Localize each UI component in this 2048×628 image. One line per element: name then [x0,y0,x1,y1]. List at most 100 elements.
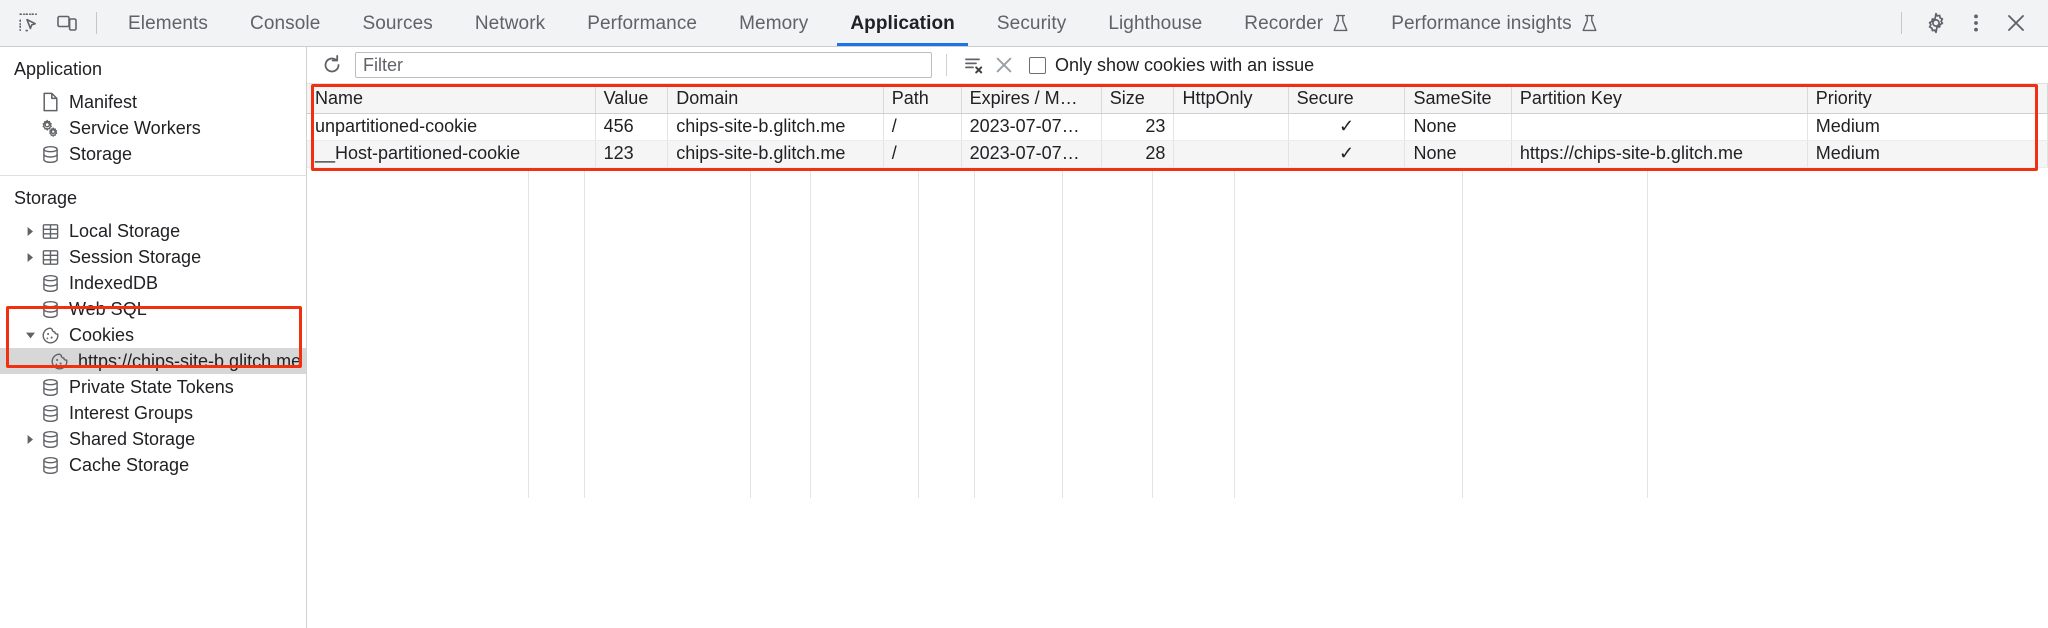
tab-application[interactable]: Application [829,0,976,46]
only-issues-checkbox-row[interactable]: Only show cookies with an issue [1029,55,1314,76]
cell-priority: Medium [1807,140,2048,168]
cell-httponly [1173,140,1289,168]
cell-domain: chips-site-b.glitch.me [667,140,884,168]
sidebar-item-local-storage[interactable]: Local Storage [0,218,306,244]
column-header-samesite[interactable]: SameSite [1404,84,1512,114]
sidebar-item-label: Private State Tokens [69,377,234,397]
tab-label: Console [250,12,321,34]
cell-value: 123 [595,140,669,168]
cell-value: 456 [595,113,669,141]
cell-secure: ✓ [1288,140,1406,168]
tab-label: Application [850,12,955,34]
column-header-partition-key[interactable]: Partition Key [1511,84,1808,114]
tab-security[interactable]: Security [976,0,1087,46]
sidebar-item-label: IndexedDB [69,273,159,293]
sidebar-item-label: Manifest [69,92,138,112]
sidebar-item-manifest[interactable]: Manifest [0,89,306,115]
kebab-menu-icon[interactable] [1956,3,1996,43]
table-header-row: Name Value Domain Path Expires / M… Size… [307,84,2048,114]
column-header-httponly[interactable]: HttpOnly [1173,84,1289,114]
sidebar-section-title: Application [14,59,103,79]
sidebar-item-cache-storage[interactable]: Cache Storage [0,452,306,478]
cell-secure: ✓ [1288,113,1406,141]
cell-name: unpartitioned-cookie [307,113,596,141]
panel-tabs: Elements Console Sources Network Perform… [107,0,1619,46]
tab-label: Recorder [1244,12,1324,34]
gears-icon [38,118,62,138]
database-icon [38,429,62,449]
database-icon [38,377,62,397]
sidebar-item-cookie-origin[interactable]: https://chips-site-b.glitch.me [0,348,306,374]
chevron-right-icon[interactable] [22,434,38,445]
cell-path: / [883,113,962,141]
inspect-element-icon[interactable] [10,4,48,42]
sidebar-item-label: Service Workers [69,118,201,138]
cell-partition-key [1511,113,1808,141]
sidebar-item-label: Cookies [69,325,135,345]
close-icon[interactable] [1996,3,2036,43]
cookies-panel: Only show cookies with an issue Name Val… [307,47,2048,628]
tabbar-left-tools [0,0,107,46]
cell-samesite: None [1404,140,1512,168]
sidebar-item-private-state-tokens[interactable]: Private State Tokens [0,374,306,400]
experimental-flask-icon [1332,14,1349,33]
cell-path: / [883,140,962,168]
sidebar-item-cookies[interactable]: Cookies [0,322,306,348]
tab-network[interactable]: Network [454,0,566,46]
sidebar-item-indexeddb[interactable]: IndexedDB [0,270,306,296]
sidebar-item-storage[interactable]: Storage [0,141,306,167]
chevron-right-icon[interactable] [22,226,38,237]
tab-label: Elements [128,12,209,34]
table-row[interactable]: __Host-partitioned-cookie 123 chips-site… [307,140,2048,168]
sidebar-item-web-sql[interactable]: Web SQL [0,296,306,322]
tab-performance-insights[interactable]: Performance insights [1370,0,1618,46]
only-issues-checkbox[interactable] [1029,56,1046,74]
tab-sources[interactable]: Sources [341,0,453,46]
sidebar-section-title: Storage [14,188,78,208]
cell-partition-key: https://chips-site-b.glitch.me [1511,140,1808,168]
filter-input[interactable] [355,52,932,78]
tab-performance[interactable]: Performance [566,0,718,46]
device-toolbar-icon[interactable] [48,4,86,42]
sidebar-section-storage: Storage Local Storage [0,175,306,486]
column-header-path[interactable]: Path [883,84,962,114]
cell-expires: 2023-07-07… [961,140,1102,168]
clear-filter-icon[interactable] [959,50,989,80]
tab-recorder[interactable]: Recorder [1223,0,1370,46]
column-header-priority[interactable]: Priority [1807,84,2048,114]
database-icon [38,299,62,319]
sidebar-item-shared-storage[interactable]: Shared Storage [0,426,306,452]
close-x-icon[interactable] [989,50,1019,80]
tab-label: Performance [587,12,698,34]
database-icon [38,403,62,423]
column-header-domain[interactable]: Domain [667,84,884,114]
chevron-right-icon[interactable] [22,252,38,263]
sidebar-item-label: Local Storage [69,221,181,241]
cell-size: 23 [1101,113,1175,141]
tab-label: Performance insights [1391,12,1572,34]
column-header-size[interactable]: Size [1101,84,1175,114]
tab-console[interactable]: Console [229,0,341,46]
cookies-table-container: Name Value Domain Path Expires / M… Size… [307,84,2048,628]
column-header-expires[interactable]: Expires / M… [961,84,1102,114]
column-header-value[interactable]: Value [595,84,669,114]
chevron-down-icon[interactable] [22,331,38,340]
sidebar-section-application: Application Manifest [0,47,306,175]
tabbar-divider-right [1901,12,1902,34]
refresh-icon[interactable] [317,50,347,80]
table-row[interactable]: unpartitioned-cookie 456 chips-site-b.gl… [307,113,2048,141]
sidebar-item-session-storage[interactable]: Session Storage [0,244,306,270]
column-header-name[interactable]: Name [307,84,596,114]
tab-lighthouse[interactable]: Lighthouse [1087,0,1223,46]
sidebar-item-interest-groups[interactable]: Interest Groups [0,400,306,426]
toolbar-divider [946,54,947,76]
column-header-secure[interactable]: Secure [1288,84,1406,114]
tab-label: Memory [739,12,809,34]
sidebar-item-service-workers[interactable]: Service Workers [0,115,306,141]
sidebar-item-label: https://chips-site-b.glitch.me [78,351,302,371]
tab-elements[interactable]: Elements [107,0,229,46]
cookie-icon [38,325,62,345]
gear-icon[interactable] [1916,3,1956,43]
tab-memory[interactable]: Memory [718,0,829,46]
